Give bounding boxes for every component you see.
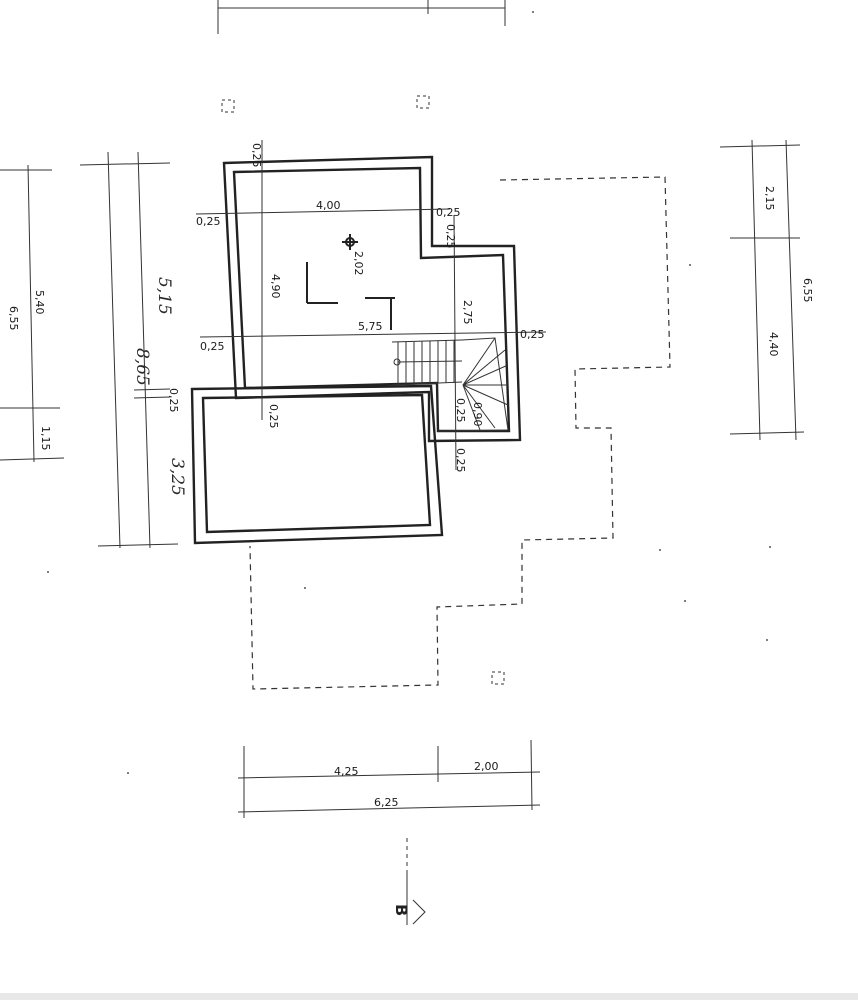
- dim-far-left-115: 1,15: [39, 426, 52, 451]
- dim-stair-090: 0,90: [471, 402, 484, 427]
- scan-specks: [47, 11, 771, 774]
- dim-575: 5,75: [358, 320, 383, 333]
- dim-inner-025: 0,25: [267, 404, 280, 429]
- dim-right-440: 4,40: [767, 332, 780, 357]
- dim-right-215: 2,15: [763, 186, 776, 211]
- dim-notch-025-v: 0,25: [444, 224, 457, 249]
- dim-left-025-hand: 0,25: [167, 388, 180, 413]
- dim-notch-025-h: 0,25: [436, 206, 461, 219]
- dim-far-left-655: 6,55: [7, 306, 20, 331]
- dimension-lines: [0, 139, 805, 925]
- bottom-edge: [0, 993, 858, 1000]
- terrace-outline-dashed: [249, 176, 671, 690]
- section-label-b: B: [392, 904, 411, 916]
- lower-room-walls: [190, 384, 444, 545]
- dim-left-025: 0,25: [196, 215, 221, 228]
- dim-bottom-625: 6,25: [374, 796, 399, 809]
- dim-275: 2,75: [461, 300, 474, 325]
- dim-400: 4,00: [316, 199, 341, 212]
- dim-bottom-200: 2,00: [474, 760, 499, 773]
- staircase: [391, 337, 509, 432]
- dim-stair-025-b: 0,25: [454, 448, 467, 473]
- dim-515: 5,15: [154, 277, 174, 315]
- dim-far-left-540: 5,40: [33, 290, 46, 315]
- dim-left-025-b: 0,25: [200, 340, 225, 353]
- dim-right-655: 6,55: [801, 278, 814, 303]
- dim-top-025: 0,25: [250, 143, 263, 168]
- dim-right-025: 0,25: [520, 328, 545, 341]
- dim-325: 3,25: [167, 458, 187, 496]
- dim-490: 4,90: [269, 274, 282, 299]
- dim-202: 2,02: [352, 251, 365, 276]
- dim-865: 8,65: [132, 348, 152, 386]
- dimension-labels: 0,25 4,00 0,25 0,25 0,25 2,02 4,90 2,75 …: [7, 143, 814, 916]
- dim-stair-025: 0,25: [454, 398, 467, 423]
- dim-bottom-425: 4,25: [334, 765, 359, 778]
- chimney-marks: [306, 234, 395, 330]
- top-partial-outline: [217, 0, 506, 34]
- corner-markers: [221, 95, 505, 685]
